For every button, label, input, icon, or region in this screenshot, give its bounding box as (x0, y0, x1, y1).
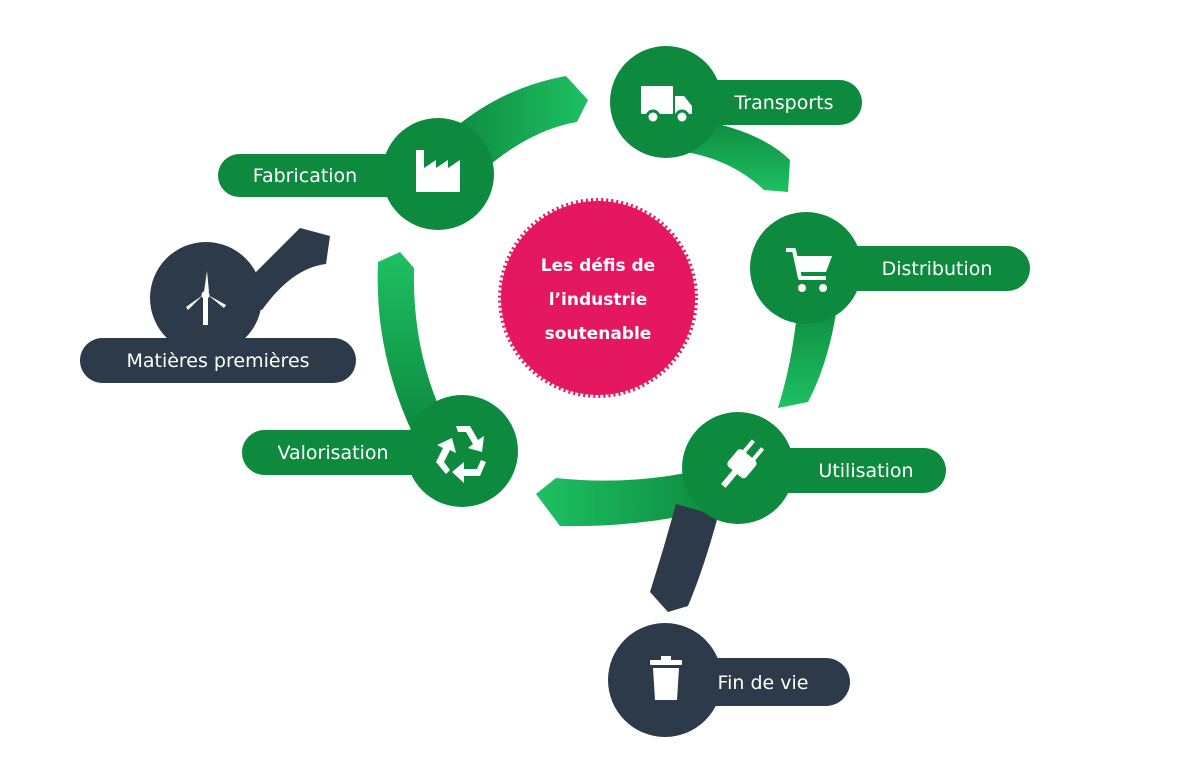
center-title-line-3: soutenable (545, 324, 652, 344)
center-title-line-2: l’industrie (549, 290, 647, 310)
arc-utilisation-fin (650, 504, 718, 612)
valorisation-circle (406, 395, 518, 507)
factory-icon (416, 150, 460, 192)
stage-transports: Transports (610, 46, 862, 158)
stage-distribution: Distribution (750, 212, 1030, 324)
truck-icon (641, 86, 692, 125)
arc-valorisation-fabrication (377, 252, 444, 432)
valorisation-label: Valorisation (277, 442, 388, 464)
center-badge: Les défis de l’industrie soutenable (498, 198, 698, 398)
wind-turbine-icon (186, 271, 226, 325)
transports-label: Transports (733, 92, 833, 114)
utilisation-label: Utilisation (818, 460, 913, 482)
matieres-label: Matières premières (126, 350, 309, 372)
matieres-pill (80, 338, 356, 383)
stage-valorisation: Valorisation (242, 395, 518, 507)
arc-distribution-utilisation (778, 300, 838, 408)
fabrication-label: Fabrication (253, 165, 357, 187)
shopping-cart-icon (786, 248, 832, 292)
distribution-label: Distribution (882, 258, 993, 280)
stage-fabrication: Fabrication (218, 118, 494, 230)
stage-matieres-premieres: Matières premières (80, 242, 356, 383)
trash-icon (650, 656, 682, 700)
stage-fin-de-vie: Fin de vie (608, 623, 850, 737)
fin-de-vie-label: Fin de vie (718, 672, 809, 694)
recycle-icon (436, 426, 486, 483)
center-title-line-1: Les défis de (541, 256, 655, 276)
plug-icon (720, 439, 765, 488)
stage-utilisation: Utilisation (682, 412, 946, 524)
